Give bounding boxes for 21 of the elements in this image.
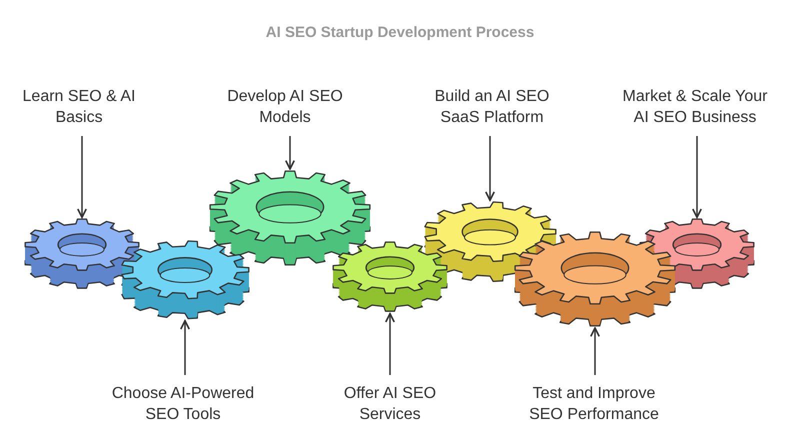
step-label: Build an AI SEO SaaS Platform [417,86,567,128]
step-label: Test and Improve SEO Performance [519,383,669,425]
arrow [590,327,600,375]
arrow [284,136,296,170]
arrow [692,136,702,218]
gear-drawing [23,217,141,291]
title: AI SEO Startup Development Process [264,24,536,41]
step-label: Offer AI SEO Services [315,383,465,425]
gear-drawing [331,240,449,314]
arrow [180,320,190,375]
gear-drawing [208,169,372,267]
arrow [76,136,88,218]
gear-drawing [513,230,677,328]
gear-drawing [638,217,756,291]
arrow [484,136,496,202]
arrow [384,312,396,375]
gear-drawing [119,239,251,321]
step-label: Learn SEO & AI Basics [4,86,154,128]
step-label: Develop AI SEO Models [210,86,360,128]
step-label: Market & Scale Your AI SEO Business [620,86,770,128]
step-label: Choose AI-Powered SEO Tools [108,383,258,425]
